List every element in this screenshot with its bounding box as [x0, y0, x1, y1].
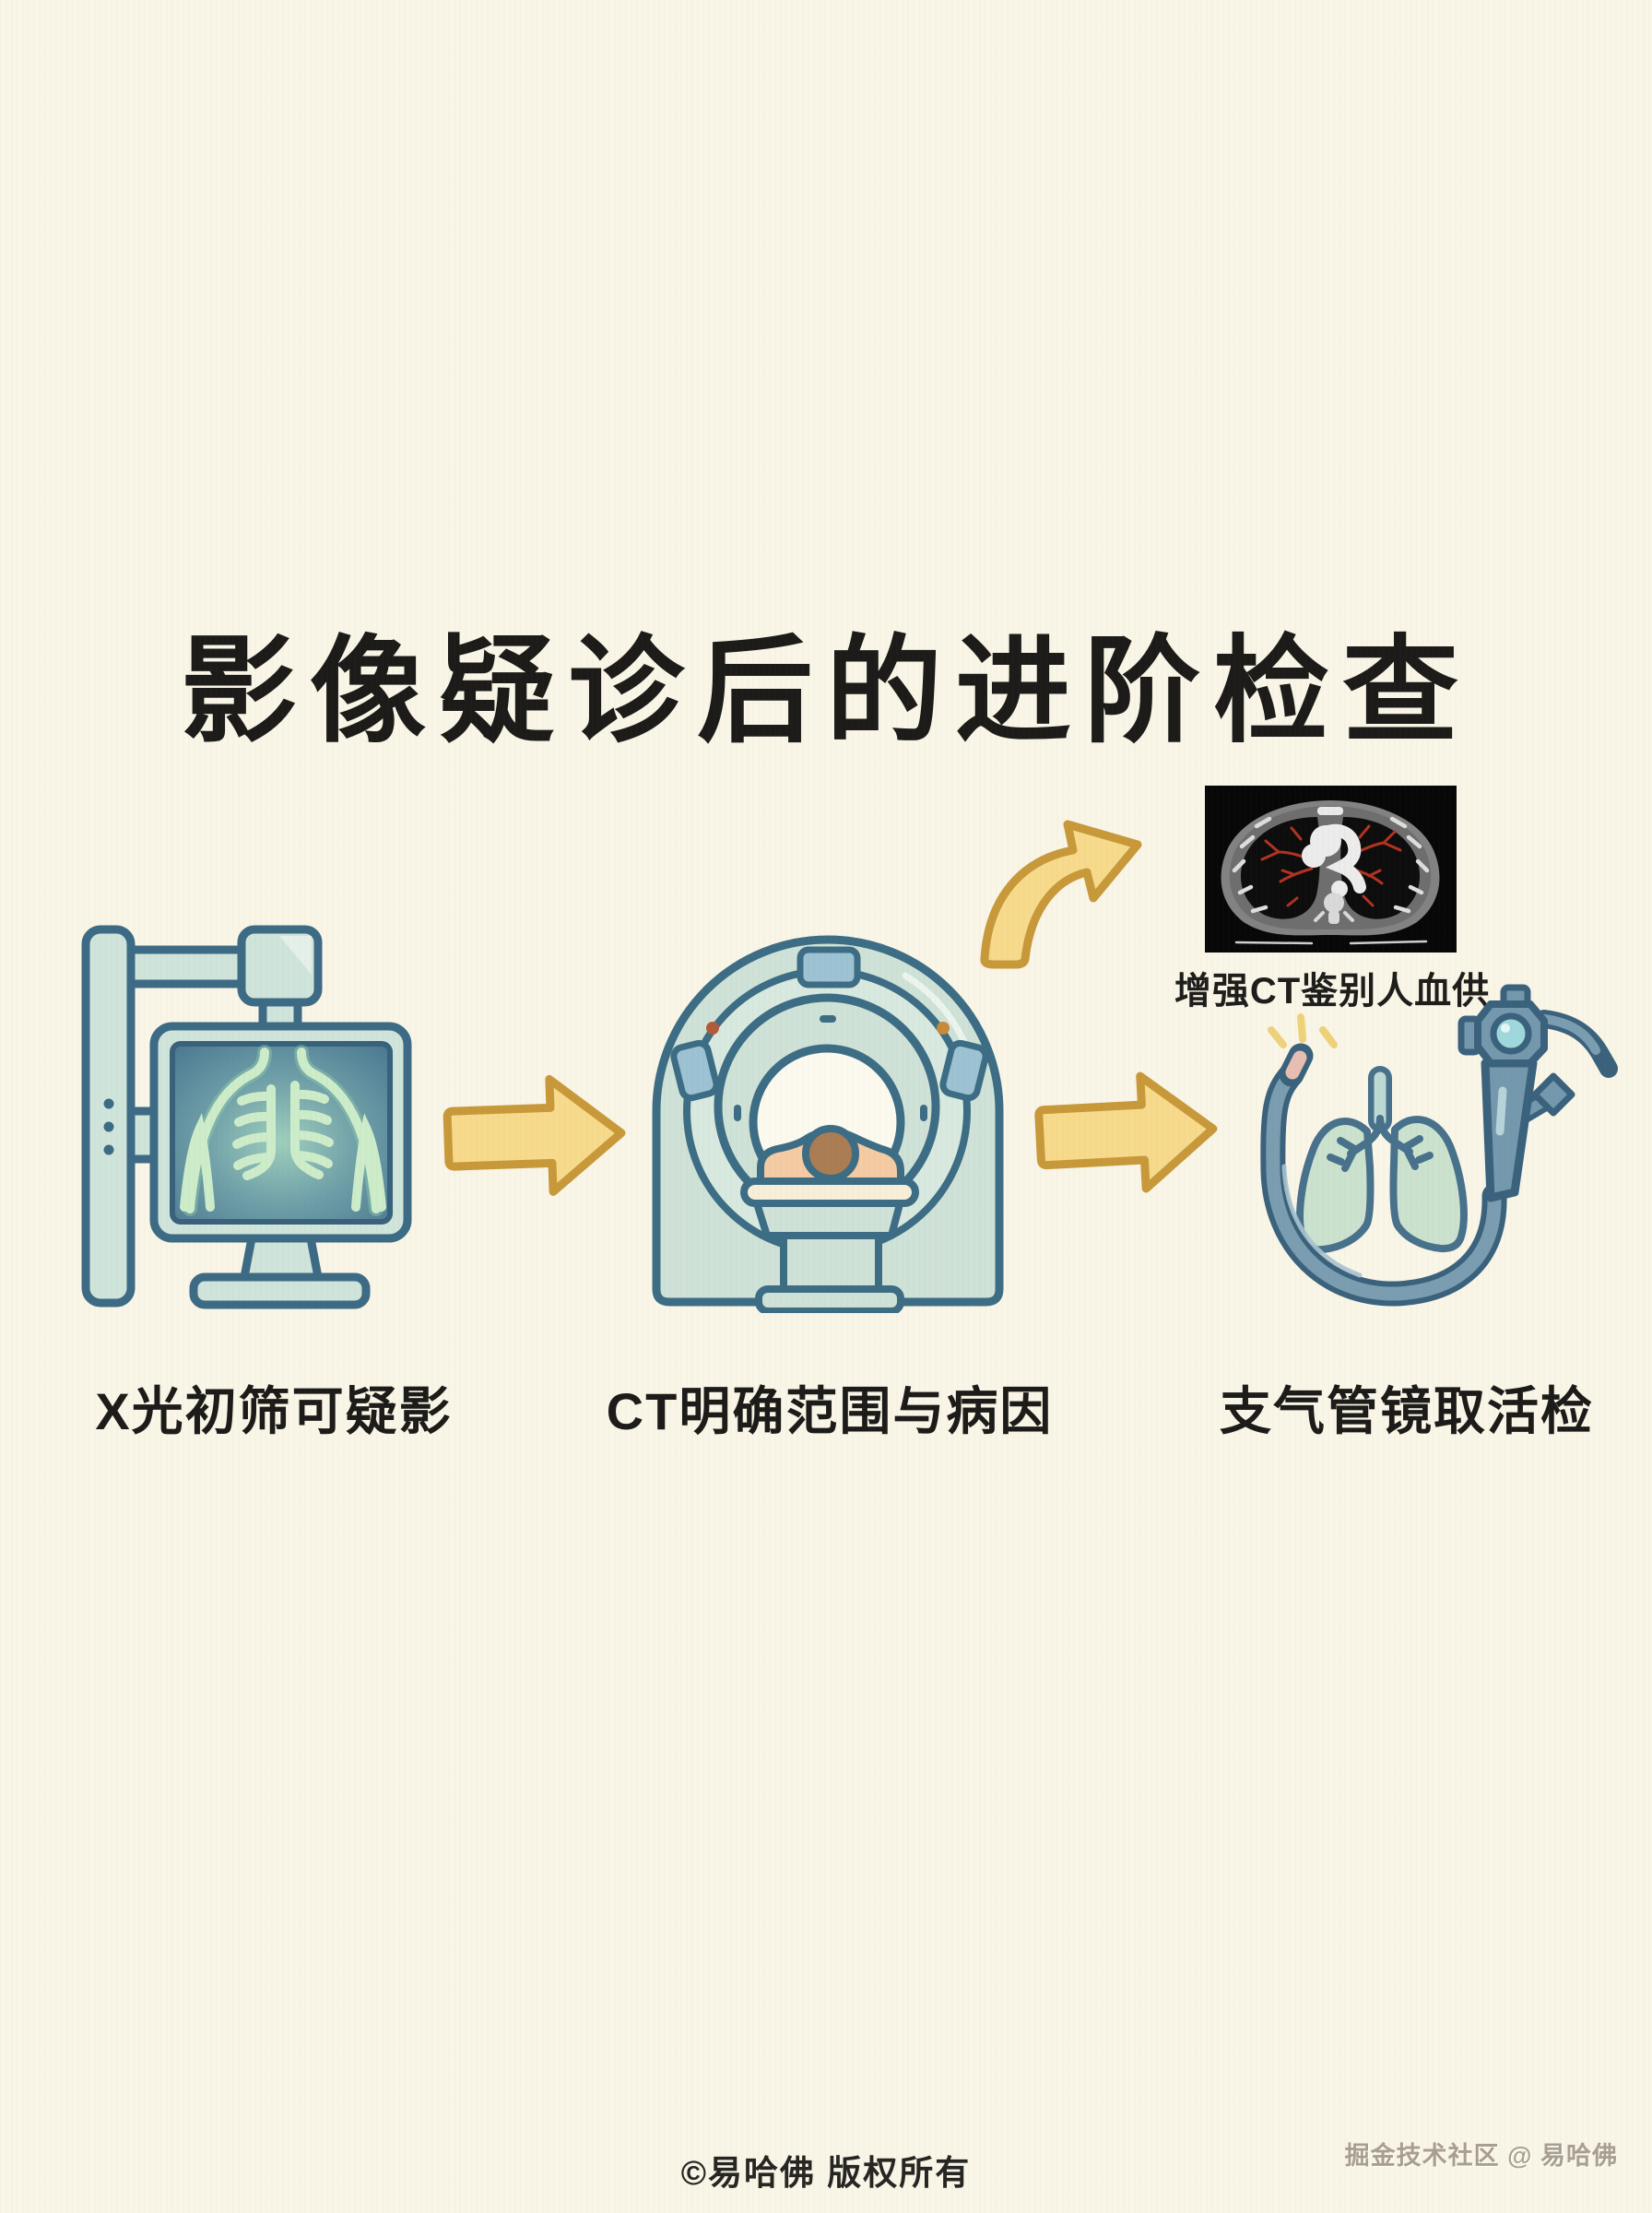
- ct-scanner-icon: [652, 935, 1004, 1313]
- pole-buttons: [103, 1098, 114, 1155]
- step-label-xray: X光初筛可疑影: [95, 1382, 453, 1440]
- arrow-right-icon: [442, 1074, 626, 1196]
- right-lung-field: [1340, 817, 1421, 919]
- eyepiece: [1490, 1012, 1532, 1055]
- handle-body: [1481, 1059, 1538, 1202]
- page-title: 影像疑诊后的进阶检查: [181, 626, 1471, 756]
- arrow-right-icon: [1034, 1071, 1218, 1193]
- gantry-top-slot: [796, 946, 861, 988]
- indicator-dot-left: [706, 1022, 719, 1035]
- lungs: [1296, 1066, 1468, 1254]
- enhanced-ct-image: [1205, 786, 1457, 953]
- enhanced-ct-caption: 增强CT鉴别人血供: [1174, 971, 1491, 1012]
- side-slot-right: [939, 1039, 989, 1102]
- sparkle-icon: [1268, 1013, 1338, 1048]
- indicator-dot-right: [937, 1022, 950, 1035]
- scan-table-line: [1234, 940, 1428, 945]
- scope-handle: [1457, 984, 1618, 1202]
- mediastinum: [1302, 823, 1366, 897]
- side-slot-left: [670, 1039, 720, 1102]
- table-pedestal: [780, 1229, 882, 1297]
- skeleton: [180, 1047, 386, 1213]
- mount-arm: [126, 945, 251, 988]
- vertebra: [1314, 893, 1354, 924]
- wall-pole: [81, 925, 136, 1308]
- left-lung-field: [1240, 817, 1320, 919]
- biopsy-port: [1531, 1072, 1575, 1117]
- patient-head: [802, 1125, 859, 1182]
- bronchoscope-icon: [1260, 984, 1618, 1307]
- step-label-bronchoscopy: 支气管镜取活检: [1220, 1382, 1594, 1440]
- monitor-stand: [240, 1234, 323, 1282]
- step-label-ct: CT明确范围与病因: [606, 1382, 1054, 1440]
- table-top: [740, 1178, 919, 1207]
- footer-copyright: ©易哈佛 版权所有: [680, 2154, 972, 2192]
- monitor-base: [189, 1272, 371, 1309]
- mount-shine: [279, 936, 312, 975]
- ribs: [1232, 816, 1430, 914]
- xray-monitor-icon: [81, 925, 412, 1309]
- scope-tube: [1260, 1043, 1507, 1307]
- sternum: [1317, 807, 1343, 815]
- footer-watermark: 掘金技术社区 @ 易哈佛: [1344, 2142, 1618, 2170]
- table-base: [755, 1285, 904, 1313]
- gantry-shine: [902, 972, 967, 1044]
- arrow-curved-up-icon: [980, 820, 1142, 969]
